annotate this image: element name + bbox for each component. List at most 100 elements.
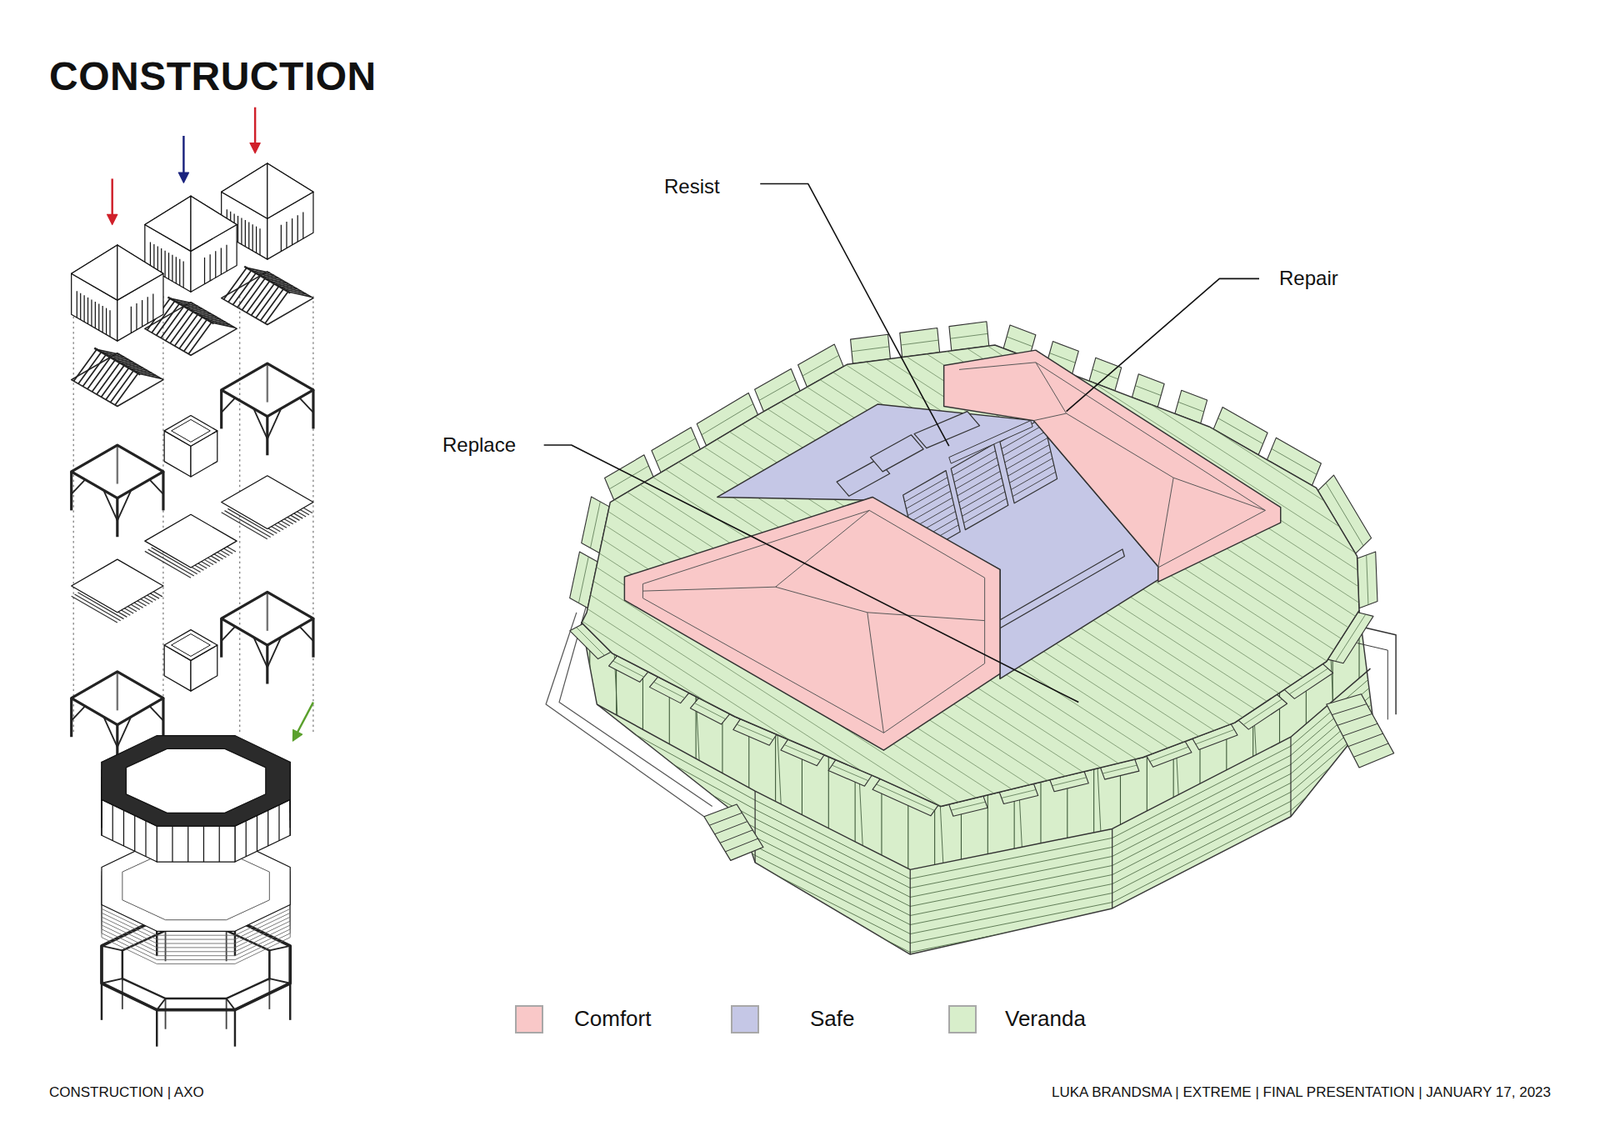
roof-plank xyxy=(304,282,1505,1061)
window-line xyxy=(152,293,154,320)
facade-edge xyxy=(1290,736,1291,817)
cross-beam xyxy=(101,978,123,984)
flap-slat xyxy=(1006,336,1033,347)
wall-window xyxy=(123,810,125,846)
louver xyxy=(962,491,1005,516)
guide-line xyxy=(73,295,75,735)
roof-plank xyxy=(463,37,1600,816)
beam-frame xyxy=(71,671,164,725)
facade-edge xyxy=(1111,828,1113,909)
legend-swatch xyxy=(948,1005,977,1034)
guide-line xyxy=(312,295,314,735)
roof-plank xyxy=(44,683,1245,1131)
ridge-beam xyxy=(167,296,214,324)
roof-plank xyxy=(246,371,1447,1131)
callout-label: Replace xyxy=(442,433,516,458)
comfort-roof-edge xyxy=(959,362,1265,568)
roof-plank xyxy=(260,349,1461,1128)
leader-lines xyxy=(544,184,1260,703)
roof-plank xyxy=(355,204,1555,983)
leader-line xyxy=(760,184,950,447)
column xyxy=(311,390,315,430)
window-line xyxy=(204,257,205,285)
roof-plank xyxy=(297,293,1498,1072)
floor-slab xyxy=(145,514,237,568)
brace xyxy=(117,716,132,747)
louver xyxy=(960,485,1004,510)
column xyxy=(116,445,119,485)
roof-slot xyxy=(991,549,1125,632)
roof-plank xyxy=(174,483,1375,1131)
roof-plank xyxy=(95,605,1295,1131)
rafter xyxy=(188,322,235,355)
foundation-post xyxy=(155,1010,158,1047)
window-line xyxy=(259,228,260,255)
roof-plank xyxy=(412,115,1600,894)
legend-swatch xyxy=(730,1005,760,1034)
roof-plank xyxy=(319,260,1520,1039)
stairs xyxy=(704,804,764,860)
roof-plank xyxy=(80,628,1280,1131)
window-line xyxy=(141,300,143,327)
window-line xyxy=(157,246,159,274)
foundation-post xyxy=(289,983,291,1020)
louver xyxy=(1008,451,1051,476)
column xyxy=(70,698,73,738)
comfort-roof xyxy=(624,496,1000,750)
louver xyxy=(957,470,1000,495)
stair-step xyxy=(1337,713,1373,725)
louver xyxy=(1012,471,1055,496)
louver xyxy=(1009,458,1052,483)
callout-label: Repair xyxy=(1279,266,1339,291)
column xyxy=(161,698,165,738)
window-line xyxy=(80,293,81,320)
louver xyxy=(954,457,997,482)
roof-plank xyxy=(333,238,1534,1017)
roof-plank xyxy=(492,0,1600,772)
roof-plank xyxy=(441,70,1600,850)
roof-plank xyxy=(485,4,1600,783)
roof-plank xyxy=(51,672,1252,1131)
stair-step xyxy=(715,821,748,835)
cross-beam xyxy=(156,998,165,1010)
brace xyxy=(149,479,164,494)
window-line xyxy=(153,244,155,271)
column xyxy=(116,671,119,711)
veranda-building xyxy=(44,0,1600,1131)
window-line xyxy=(109,310,110,337)
beam-frame xyxy=(221,363,314,417)
hip-line xyxy=(1158,477,1174,568)
column xyxy=(266,363,269,403)
roof-plank xyxy=(695,0,1600,460)
veranda-roof xyxy=(581,345,1360,806)
beam-frame xyxy=(71,445,164,499)
roof-plank xyxy=(347,215,1548,995)
stair-step xyxy=(1331,704,1367,715)
roof-plank xyxy=(434,81,1600,860)
rafter xyxy=(115,373,161,405)
roof-face xyxy=(145,195,191,251)
roof-plank xyxy=(384,160,1585,939)
window-line xyxy=(171,255,173,282)
roof-planks xyxy=(44,0,1600,1131)
core-opening xyxy=(171,419,211,442)
window-line xyxy=(105,308,107,335)
foundation-beam xyxy=(122,930,270,999)
direction-arrow xyxy=(254,107,256,144)
roof-plank xyxy=(449,60,1600,839)
wall-window xyxy=(112,805,114,841)
window-line xyxy=(87,297,89,325)
rafter xyxy=(265,291,311,324)
column xyxy=(266,591,269,631)
roof-plank xyxy=(58,661,1259,1131)
flap-slat xyxy=(900,340,939,345)
foundation-post xyxy=(234,1010,236,1047)
wall-window xyxy=(256,815,258,851)
window-line xyxy=(150,241,151,269)
window-line xyxy=(285,221,287,249)
window-line xyxy=(175,256,177,284)
page-title: CONSTRUCTION xyxy=(49,52,377,101)
roof-plank xyxy=(181,471,1382,1131)
roof-plank xyxy=(275,327,1475,1106)
window-line xyxy=(302,211,304,239)
